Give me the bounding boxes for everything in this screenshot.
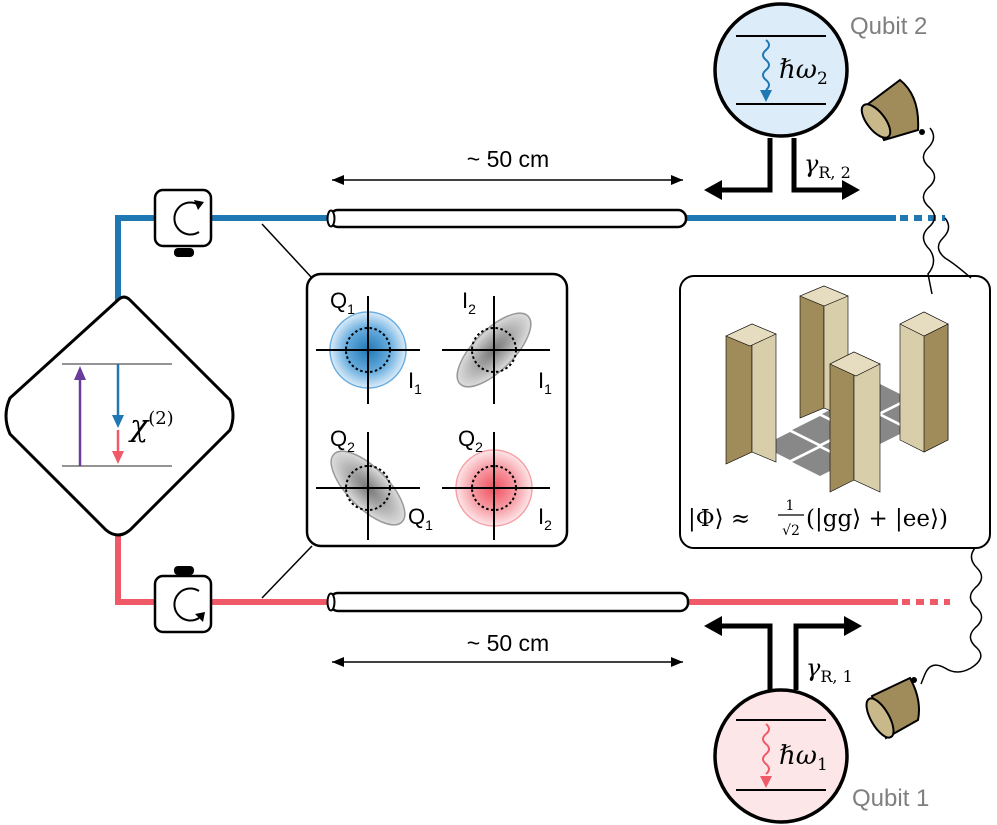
axis-label-main: Q bbox=[330, 426, 347, 451]
bell-state-frac-den: √2 bbox=[782, 523, 800, 539]
density-bar bbox=[829, 351, 881, 493]
photon-symbol: ℏω bbox=[779, 741, 817, 771]
qubit2-photon-energy: ℏω2 bbox=[779, 55, 828, 89]
axis-label-main: Q bbox=[408, 504, 425, 529]
zoom-line-bottom bbox=[261, 545, 313, 599]
nonlinear-element bbox=[4, 295, 235, 537]
axis-label-sub: 2 bbox=[468, 301, 476, 317]
axis-label-sub: 1 bbox=[347, 301, 355, 317]
chi-order: (2) bbox=[148, 408, 174, 429]
axis-label: I2 bbox=[538, 504, 552, 533]
qubit1-decay-rate: γR, 1 bbox=[806, 654, 853, 686]
blue-transmission-line bbox=[115, 215, 945, 305]
bell-state-lhs: |Φ⟩ ≈ bbox=[688, 506, 750, 532]
axis-label: Q2 bbox=[458, 426, 483, 455]
axis-label: I2 bbox=[462, 288, 476, 317]
bell-state-frac-num: 1 bbox=[786, 498, 795, 514]
axis-label-main: I bbox=[462, 288, 468, 313]
axis-label-main: I bbox=[538, 504, 544, 529]
qubit2-decay-rate: γR, 2 bbox=[804, 150, 851, 182]
qubit2-resonator bbox=[704, 2, 860, 200]
qubit1-photon-energy: ℏω1 bbox=[779, 741, 828, 775]
axis-label-sub: 1 bbox=[544, 381, 552, 397]
photodetector-top bbox=[860, 78, 936, 295]
circulator-top bbox=[153, 188, 213, 257]
axis-label-sub: 2 bbox=[347, 439, 355, 455]
zoom-line-top bbox=[261, 223, 313, 279]
decay-subscript: R, 2 bbox=[818, 163, 850, 182]
photon-symbol: ℏω bbox=[779, 55, 817, 85]
quadrature-plot-i2-i1 bbox=[442, 296, 550, 404]
axis-label-main: I bbox=[408, 368, 414, 393]
chi-symbol: χ(2) bbox=[128, 408, 174, 444]
density-bar bbox=[899, 311, 949, 453]
cable-bottom-length: ~ 50 cm bbox=[467, 630, 549, 656]
axis-label-sub: 1 bbox=[425, 517, 433, 533]
length-arrow-bottom bbox=[332, 657, 683, 667]
axis-label-main: Q bbox=[458, 426, 475, 451]
cable-top-length: ~ 50 cm bbox=[467, 146, 549, 172]
qubit1-label: Qubit 1 bbox=[852, 785, 929, 812]
axis-label-sub: 2 bbox=[544, 517, 552, 533]
density-bar bbox=[799, 285, 849, 419]
bell-state-rhs: (|gg⟩ + |ee⟩) bbox=[806, 506, 948, 532]
detector-wire-top bbox=[937, 217, 972, 279]
decay-subscript: R, 1 bbox=[820, 667, 852, 686]
coax-cable-top bbox=[326, 208, 688, 229]
axis-label: Q1 bbox=[408, 504, 433, 533]
chi-letter: χ bbox=[128, 409, 150, 444]
quadrature-plot-q2-q1 bbox=[316, 432, 420, 540]
quadrature-plot-q1-i1 bbox=[316, 296, 420, 404]
photodetector-bottom bbox=[865, 547, 983, 740]
axis-label-main: I bbox=[538, 368, 544, 393]
quadrature-plot-q2-i2 bbox=[442, 432, 550, 540]
density-bar bbox=[725, 323, 777, 465]
axis-label: Q1 bbox=[330, 288, 355, 317]
circulator-bottom bbox=[153, 566, 213, 634]
axis-label-main: Q bbox=[330, 288, 347, 313]
axis-label-sub: 1 bbox=[414, 381, 422, 397]
axis-label: I1 bbox=[408, 368, 422, 397]
coax-cable-bottom bbox=[326, 591, 690, 613]
photon-subscript: 2 bbox=[817, 69, 828, 89]
decay-symbol: γ bbox=[806, 654, 821, 682]
photon-subscript: 1 bbox=[817, 755, 828, 775]
axis-label: I1 bbox=[538, 368, 552, 397]
axis-label: Q2 bbox=[330, 426, 355, 455]
red-transmission-line bbox=[115, 528, 950, 605]
length-arrow-top bbox=[332, 175, 683, 185]
qubit2-label: Qubit 2 bbox=[850, 13, 927, 40]
axis-label-sub: 2 bbox=[475, 439, 483, 455]
qubit1-resonator bbox=[704, 616, 862, 824]
decay-symbol: γ bbox=[804, 150, 819, 178]
